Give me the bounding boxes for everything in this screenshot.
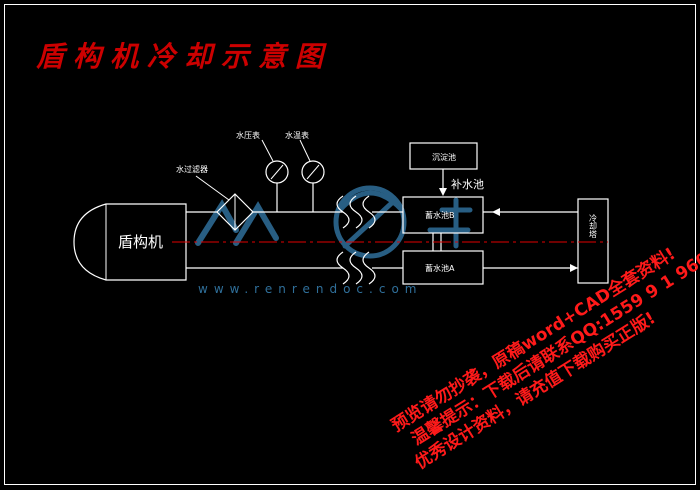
cooling-return-arrow <box>492 208 500 216</box>
shield-machine-body <box>73 203 187 281</box>
shield-machine-label: 盾构机 <box>118 233 163 251</box>
water-filter-leader <box>195 175 230 201</box>
pipe-break-symbol-bottom <box>336 251 376 285</box>
water-filter-label: 水过滤器 <box>176 164 208 174</box>
watermark-logo-glyph <box>427 197 473 249</box>
watermark-logo-ring <box>333 185 407 259</box>
thermometer-leader <box>299 139 311 162</box>
storage-tank-b-label: 蓄水池B <box>425 210 455 220</box>
cooling-tower <box>577 198 609 284</box>
watermark-url: www.renrendoc.com <box>198 282 422 296</box>
pipe-break-symbol-top <box>336 195 376 229</box>
cooling-supply-arrow <box>570 264 578 272</box>
watermark-notice: 预览请勿抄袭，原稿word+CAD全套资料! 温馨提示：下载后请联系QQ:155… <box>388 242 700 474</box>
drawing-border <box>4 4 696 485</box>
diagram-title: 盾构机冷却示意图 <box>36 40 332 73</box>
thermometer-symbol <box>301 160 325 212</box>
thermometer-label: 水温表 <box>285 130 309 140</box>
watermark-logo-stroke-b <box>233 201 279 246</box>
watermark-logo-brush <box>337 190 405 249</box>
water-filter-symbol <box>216 193 254 231</box>
storage-tank-b <box>402 196 484 234</box>
sedimentation-outflow-arrow <box>439 188 447 196</box>
pressure-gauge-leader <box>261 139 274 162</box>
cooling-tower-label: 冷却塔 <box>589 213 598 239</box>
watermark-logo-stroke-a <box>195 199 239 246</box>
sedimentation-tank-label: 沉淀池 <box>432 152 456 162</box>
makeup-water-tank-label: 补水池 <box>451 178 484 191</box>
watermark-logo <box>195 185 473 259</box>
pressure-gauge-symbol <box>265 160 289 212</box>
storage-tank-a-label: 蓄水池A <box>425 263 455 273</box>
pressure-gauge-label: 水压表 <box>236 130 260 140</box>
